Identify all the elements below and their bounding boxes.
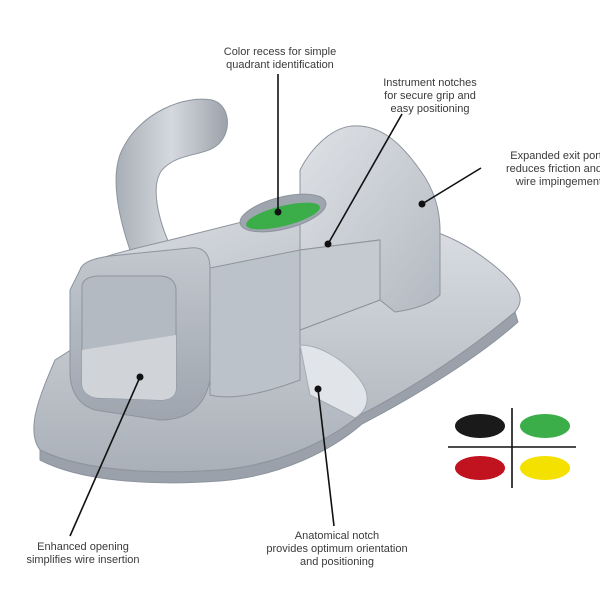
- leader-dot-instrument-notches: [324, 240, 332, 248]
- leader-line-instrument-notches: [327, 113, 403, 245]
- anatomical-notch-shape: [299, 344, 368, 419]
- callout-line: for secure grip and: [384, 90, 476, 102]
- leader-dot-color-recess: [274, 208, 282, 216]
- callout-line: wire impingement: [515, 176, 600, 188]
- callout-line: provides optimum orientation: [266, 543, 408, 555]
- callout-exit-port: Expanded exit port reduces friction and …: [462, 150, 600, 189]
- callout-anatomical-notch: Anatomical notch provides optimum orient…: [242, 530, 432, 569]
- leader-dot-enhanced-opening: [136, 373, 144, 381]
- bracket-base-edge: [39, 311, 519, 484]
- leader-line-exit-port: [421, 167, 482, 205]
- leader-dot-exit-port: [418, 200, 426, 208]
- bracket-hook: [115, 98, 228, 251]
- leader-line-anatomical-notch: [317, 388, 335, 527]
- leader-dot-anatomical-notch: [314, 385, 322, 393]
- instrument-notch: [299, 239, 381, 331]
- leader-lines: [69, 74, 482, 537]
- callout-line: Instrument notches: [383, 77, 477, 89]
- callout-line: Anatomical notch: [294, 530, 380, 542]
- color-recess-green-fill: [246, 202, 320, 230]
- callout-line: simplifies wire insertion: [26, 554, 140, 566]
- callout-line: quadrant identification: [226, 59, 334, 71]
- callout-enhanced-opening: Enhanced opening simplifies wire inserti…: [8, 541, 158, 567]
- callout-line: Expanded exit port: [510, 150, 600, 162]
- callout-line: easy positioning: [390, 103, 470, 115]
- legend-yellow-swatch: [520, 456, 570, 480]
- legend-green-swatch: [520, 414, 570, 438]
- quadrant-color-legend: [448, 408, 576, 488]
- leader-line-enhanced-opening: [69, 376, 141, 537]
- legend-black-swatch: [455, 414, 505, 438]
- callout-instrument-notches: Instrument notches for secure grip and e…: [365, 77, 495, 116]
- callout-line: and positioning: [299, 556, 374, 568]
- legend-red-swatch: [455, 456, 505, 480]
- callout-line: Color recess for simple: [223, 46, 337, 58]
- callout-color-recess: Color recess for simple quadrant identif…: [200, 46, 360, 72]
- opening-floor: [82, 335, 176, 400]
- callout-line: Enhanced opening: [37, 541, 129, 553]
- bracket-rear-wing: [299, 125, 441, 313]
- callout-line: reduces friction and: [506, 163, 600, 175]
